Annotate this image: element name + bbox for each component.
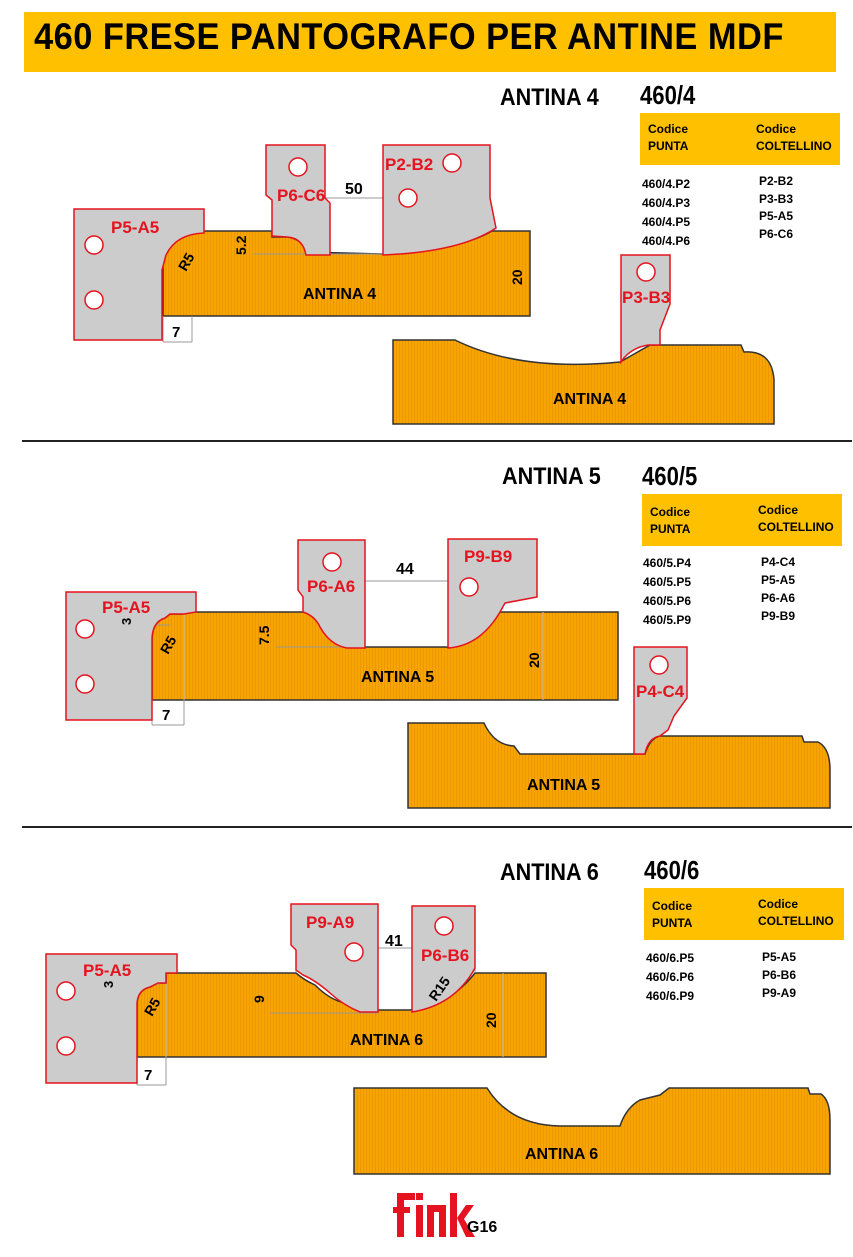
panel-side-view [392,339,775,425]
dim-thickness: 20 [483,1012,499,1028]
cutter-label: P5-A5 [83,961,131,980]
cutter-p2-b2 [382,144,497,256]
panel-label: ANTINA 6 [525,1146,598,1163]
dim-radius: R5 [141,995,164,1019]
panel-side-view [353,1087,831,1175]
cutter-label: P3-B3 [622,288,670,307]
dim-offset: 7 [144,1067,152,1084]
dim-radius: R5 [175,250,198,274]
dim-depth: 7.5 [256,625,272,645]
panel-label: ANTINA 6 [350,1032,423,1049]
page-header: 460 FRESE PANTOGRAFO PER ANTINE MDF [24,12,836,72]
dim-depth: 9 [251,995,267,1003]
page-title: 460 FRESE PANTOGRAFO PER ANTINE MDF [34,16,784,57]
section-title-antina-6: ANTINA 6 [500,859,599,886]
panel-label: ANTINA 5 [527,777,600,794]
dim-step: 3 [101,981,116,988]
brand-logo [393,1193,475,1237]
dim-step: 3 [119,618,134,625]
dim-offset: 7 [162,707,170,724]
panel-label: ANTINA 4 [553,391,626,408]
cutter-p9-a9 [290,903,379,1013]
section-drawing-antina-5: P5-A5 P6-A6 P9-B9 44 7.5 3 R5 20 7 ANTIN… [65,538,831,809]
cutter-label: P6-A6 [307,577,355,596]
cutter-p6-c6 [265,144,331,256]
section-drawing-antina-4: P5-A5 P6-C6 P2-B2 50 5.2 R5 20 7 ANTINA … [73,144,775,425]
page-code: G16 [467,1219,498,1236]
dim-width: 41 [385,933,403,950]
cutter-p4-c4 [633,646,688,755]
product-ref-460-6: 460/6 [644,855,700,885]
section-drawing-antina-6: P5-A5 P9-A9 P6-B6 41 9 3 R5 R15 20 7 ANT… [45,903,831,1175]
cutter-label: P9-A9 [306,913,354,932]
cutter-label: P6-B6 [421,946,469,965]
section-title-antina-4: ANTINA 4 [500,84,599,111]
panel-label: ANTINA 4 [303,286,376,303]
cutter-label: P5-A5 [111,218,159,237]
product-ref-460-4: 460/4 [640,80,696,110]
cutter-p5-a5 [73,208,205,341]
panel-label: ANTINA 5 [361,669,434,686]
cutter-p3-b3 [620,254,671,365]
section-title-antina-5: ANTINA 5 [502,463,601,490]
dim-width: 50 [345,181,363,198]
cutter-p5-a5 [65,591,197,721]
panel-side-view [407,722,831,809]
dim-width: 44 [396,561,414,578]
section-divider [22,440,852,442]
dim-depth: 5.2 [233,235,249,255]
cutter-label: P4-C4 [636,682,685,701]
section-divider [22,826,852,828]
cutter-label: P9-B9 [464,547,512,566]
cutter-label: P5-A5 [102,598,150,617]
cutter-p9-b9 [447,538,538,649]
cutter-p6-b6 [411,905,476,1013]
cutter-p5-a5 [45,953,178,1084]
cutter-label: P6-C6 [277,186,325,205]
dim-thickness: 20 [526,652,542,668]
panel-profile [151,611,619,701]
panel-profile [162,230,531,317]
dim-thickness: 20 [509,269,525,285]
cutter-p6-a6 [297,539,366,649]
dim-radius: R5 [157,633,180,657]
dim-offset: 7 [172,324,180,341]
cutter-label: P2-B2 [385,155,433,174]
product-ref-460-5: 460/5 [642,461,698,491]
